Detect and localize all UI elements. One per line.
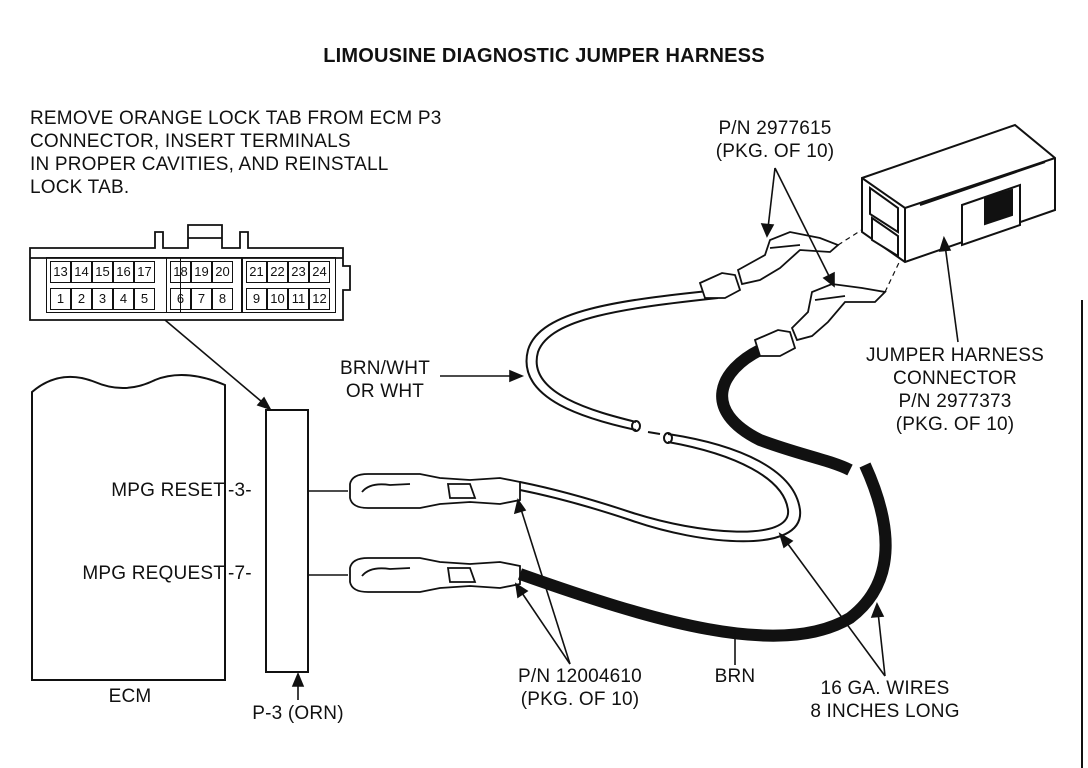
leader-pn-12004610 — [513, 498, 571, 665]
pin-cavity — [267, 288, 288, 310]
pin-cavity — [113, 261, 134, 283]
p3-plug — [265, 409, 309, 673]
pin-number: 21 — [249, 264, 264, 279]
pin-cavity — [212, 261, 233, 283]
jumper-connector-label-4: (PKG. OF 10) — [895, 414, 1015, 435]
jumper-harness-connector — [861, 123, 1056, 264]
ecm-label: ECM — [108, 686, 152, 707]
terminal-pin3 — [349, 473, 521, 509]
pin-cavity — [309, 261, 330, 283]
pin-number: 1 — [56, 291, 65, 306]
pin-cavity — [113, 288, 134, 310]
pin-number: 15 — [95, 264, 110, 279]
pin-cavity — [92, 288, 113, 310]
circuit-pin-7: -7- — [228, 563, 252, 584]
pin-group-frame — [46, 257, 181, 313]
pin-number: 9 — [252, 291, 261, 306]
pin-number: 11 — [291, 291, 306, 306]
pin-cavity — [191, 261, 212, 283]
pin-cavity — [92, 261, 113, 283]
terminal-top-1 — [698, 231, 840, 299]
page-title: LIMOUSINE DIAGNOSTIC JUMPER HARNESS — [323, 45, 765, 67]
jumper-connector-label-3: P/N 2977373 — [898, 391, 1012, 412]
pin-number: 12 — [312, 291, 327, 306]
pin-number: 4 — [119, 291, 128, 306]
pin-number: 13 — [53, 264, 68, 279]
wire-brn-wht-label-2: OR WHT — [345, 381, 425, 402]
ecm-p3-connector — [29, 224, 351, 321]
pin-number: 14 — [74, 264, 89, 279]
pin-cavity — [246, 288, 267, 310]
wire-brn-wht — [519, 289, 802, 543]
pin-number: 3 — [98, 291, 107, 306]
leader-16ga — [778, 532, 886, 677]
pin-group-frame — [242, 257, 336, 313]
pin-cavity — [191, 288, 212, 310]
wire-spec-length: 8 INCHES LONG — [810, 701, 960, 722]
pin-cavity — [71, 288, 92, 310]
pin-number: 7 — [197, 291, 206, 306]
terminal-pin7 — [349, 557, 521, 593]
circuit-mpg-request: MPG REQUEST — [82, 563, 225, 584]
terminal-top-pkg: (PKG. OF 10) — [715, 141, 835, 162]
pin-cavity — [134, 288, 155, 310]
pin-cavity — [50, 261, 71, 283]
pin-cavity — [212, 288, 233, 310]
pin-number: 20 — [215, 264, 230, 279]
ecm-module — [31, 374, 226, 681]
leader-p3 — [164, 319, 272, 411]
terminal-top-pn: P/N 2977615 — [718, 118, 832, 139]
p3-label: P-3 (ORN) — [252, 703, 344, 724]
jumper-connector-label-2: CONNECTOR — [893, 368, 1017, 389]
leader-p3-label — [291, 671, 305, 700]
pin-number: 2 — [77, 291, 86, 306]
leader-brn-wht — [440, 369, 525, 383]
pin-number: 8 — [218, 291, 227, 306]
wire-spec-gauge: 16 GA. WIRES — [820, 678, 950, 699]
instruction-line-4: LOCK TAB. — [30, 177, 130, 198]
circuit-mpg-reset: MPG RESET — [111, 480, 225, 501]
instruction-line-3: IN PROPER CAVITIES, AND REINSTALL — [30, 154, 389, 175]
pin-number: 10 — [270, 291, 285, 306]
instruction-line-2: CONNECTOR, INSERT TERMINALS — [30, 131, 351, 152]
pin-cavity — [288, 261, 309, 283]
pin-cavity — [50, 288, 71, 310]
terminal-bottom-pkg: (PKG. OF 10) — [520, 689, 640, 710]
pin-cavity — [71, 261, 92, 283]
leader-pn-2977615 — [760, 167, 835, 288]
circuit-pin-3: -3- — [228, 480, 252, 501]
pin-number: 17 — [137, 264, 152, 279]
jumper-connector-label-1: JUMPER HARNESS — [865, 345, 1045, 366]
pin-number: 23 — [291, 264, 306, 279]
pin-cavity — [288, 288, 309, 310]
terminal-top-2 — [753, 283, 887, 357]
pin-cavity — [246, 261, 267, 283]
pin-number: 22 — [270, 264, 285, 279]
pin-cavity — [134, 261, 155, 283]
wire-brn-label: BRN — [714, 666, 756, 687]
pin-number: 16 — [116, 264, 131, 279]
pin-number: 5 — [140, 291, 149, 306]
wire-brn-wht-label-1: BRN/WHT — [339, 358, 431, 379]
terminal-bottom-pn: P/N 12004610 — [518, 666, 642, 687]
pin-number: 24 — [312, 264, 327, 279]
leader-jumper-connector — [938, 235, 959, 343]
pin-number: 19 — [194, 264, 209, 279]
pin-cavity — [309, 288, 330, 310]
instruction-line-1: REMOVE ORANGE LOCK TAB FROM ECM P3 — [30, 108, 442, 129]
pin-group-frame — [166, 257, 242, 313]
pin-cavity — [267, 261, 288, 283]
wire-brn — [517, 344, 892, 642]
